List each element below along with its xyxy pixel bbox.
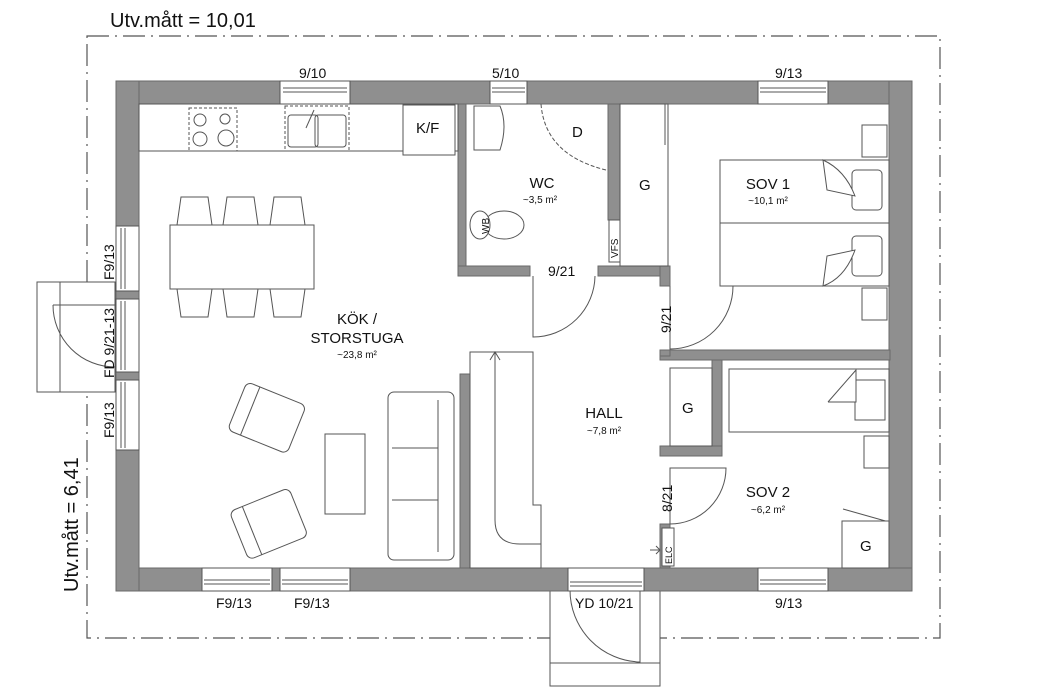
kitchen-living-name-2: STORSTUGA bbox=[310, 330, 403, 347]
window-top-kitchen-label: 9/10 bbox=[299, 65, 326, 81]
fridge-freezer-label: K/F bbox=[416, 120, 439, 137]
vfs-label: VFS bbox=[610, 238, 621, 258]
lounge-set bbox=[228, 382, 455, 561]
wc-door-swing bbox=[532, 275, 596, 338]
window-left-upper-label: F9/13 bbox=[101, 244, 117, 280]
hall-bench bbox=[469, 351, 542, 569]
sov2-door-label: 8/21 bbox=[659, 485, 675, 512]
side-door-swing bbox=[52, 304, 116, 368]
kitchen-living-name-1: KÖK / bbox=[337, 310, 378, 328]
washbasin bbox=[473, 105, 505, 151]
window-bottom-sov2-label: 9/13 bbox=[775, 595, 802, 611]
hall-wardrobe-mid bbox=[669, 367, 713, 447]
sov1-name: SOV 1 bbox=[746, 176, 790, 193]
dining-table bbox=[169, 224, 315, 290]
washbasin-label: WB bbox=[481, 218, 492, 234]
elc-arrow-icon bbox=[650, 545, 661, 555]
width-dimension-label: Utv.mått = 10,01 bbox=[110, 10, 256, 32]
dining-set bbox=[169, 196, 315, 318]
kitchen-counter bbox=[138, 103, 459, 156]
shower-label: D bbox=[572, 124, 583, 141]
sov2-door-swing bbox=[669, 467, 727, 525]
window-top-wc-label: 5/10 bbox=[492, 65, 519, 81]
sov2-name: SOV 2 bbox=[746, 484, 790, 501]
front-porch bbox=[549, 589, 661, 687]
sov2-wardrobe-label: G bbox=[860, 538, 872, 555]
wc-fixtures bbox=[469, 103, 621, 263]
window-bottom-2-label: F9/13 bbox=[294, 595, 330, 611]
hall-wardrobe-top bbox=[619, 103, 669, 267]
sov2-area: ~6,2 m² bbox=[751, 505, 786, 516]
sov1-door-swing bbox=[669, 285, 734, 350]
entry-door-label: YD 10/21 bbox=[575, 595, 634, 611]
sov2-wardrobe bbox=[841, 520, 890, 569]
sov1-door-label: 9/21 bbox=[658, 306, 674, 333]
interior-walls bbox=[457, 103, 891, 569]
window-top-sov1-label: 9/13 bbox=[775, 65, 802, 81]
fridge-freezer bbox=[402, 104, 456, 156]
hall-wardrobe-top-label: G bbox=[639, 177, 651, 194]
hall-area: ~7,8 m² bbox=[587, 426, 622, 437]
wc-area: ~3,5 m² bbox=[523, 195, 558, 206]
sov1-area: ~10,1 m² bbox=[748, 196, 788, 207]
side-porch bbox=[36, 281, 116, 393]
elc-panel bbox=[661, 527, 675, 567]
wc-door-label: 9/21 bbox=[548, 263, 575, 279]
shower-curtain bbox=[540, 103, 607, 171]
height-dimension-label: Utv.mått = 6,41 bbox=[61, 457, 83, 592]
sofa bbox=[387, 391, 455, 561]
sov2-furniture bbox=[728, 368, 890, 569]
kitchen-living-area: ~23,8 m² bbox=[337, 350, 377, 361]
coffee-table bbox=[324, 433, 366, 515]
windows bbox=[115, 80, 829, 592]
window-left-door-label: FD 9/21-13 bbox=[101, 308, 117, 378]
hall-wardrobe-mid-label: G bbox=[682, 400, 694, 417]
elc-label: ELC bbox=[664, 546, 674, 564]
window-left-lower-label: F9/13 bbox=[101, 402, 117, 438]
hall-name: HALL bbox=[585, 405, 623, 422]
front-door-swing bbox=[569, 589, 641, 663]
sov1-furniture bbox=[719, 124, 890, 321]
wc-name: WC bbox=[530, 175, 555, 192]
window-bottom-1-label: F9/13 bbox=[216, 595, 252, 611]
